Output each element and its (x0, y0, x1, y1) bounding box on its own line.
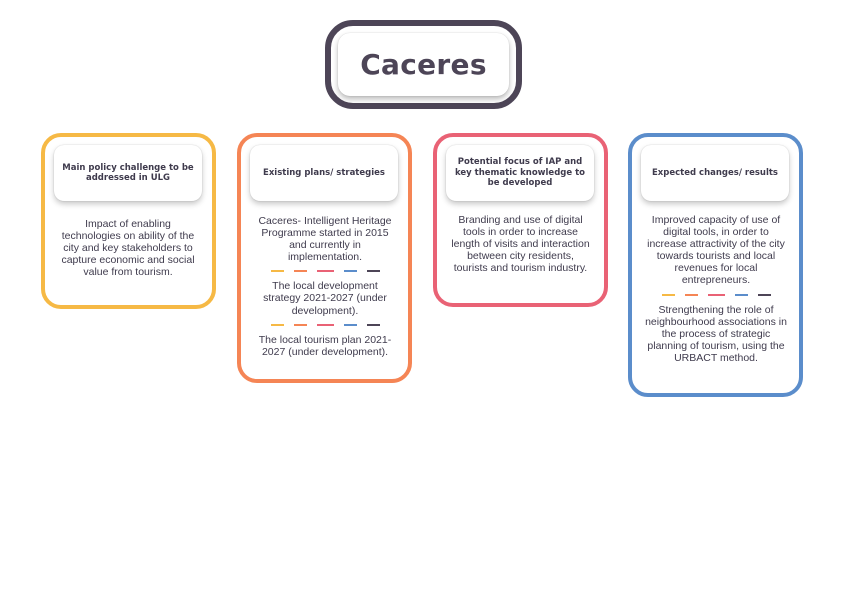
title-card: Caceres (338, 33, 509, 96)
column-outline-policy-challenge (41, 133, 216, 309)
column-item: The local tourism plan 2021-2027 (under … (258, 333, 392, 358)
column-item: Caceres- Intelligent Heritage Programme … (258, 215, 392, 264)
column-outline-existing-plans (237, 133, 412, 383)
column-body-existing-plans: Caceres- Intelligent Heritage Programme … (253, 215, 397, 358)
separator-dashes (253, 265, 397, 277)
title-frame (325, 20, 522, 109)
column-outline-expected-changes (628, 133, 803, 397)
column-item: Branding and use of digital tools in ord… (451, 214, 590, 275)
separator-dashes (643, 289, 789, 301)
column-outline-iap-focus (433, 133, 608, 307)
column-body-expected-changes: Improved capacity of use of digital tool… (643, 214, 789, 364)
column-header-existing-plans: Existing plans/ strategies (250, 145, 398, 201)
page-title: Caceres (360, 48, 487, 81)
column-header-expected-changes: Expected changes/ results (641, 145, 789, 201)
separator-dashes (253, 319, 397, 331)
column-header-iap-focus: Potential focus of IAP and key thematic … (446, 145, 594, 201)
column-item: Strengthening the role of neighbourhood … (645, 303, 787, 364)
column-item: Improved capacity of use of digital tool… (647, 214, 785, 287)
column-body-policy-challenge: Impact of enabling technologies on abili… (58, 218, 198, 278)
column-item: Impact of enabling technologies on abili… (61, 218, 195, 279)
column-body-iap-focus: Branding and use of digital tools in ord… (449, 214, 592, 274)
column-item: The local development strategy 2021-2027… (263, 280, 387, 317)
column-header-policy-challenge: Main policy challenge to be addressed in… (54, 145, 202, 201)
